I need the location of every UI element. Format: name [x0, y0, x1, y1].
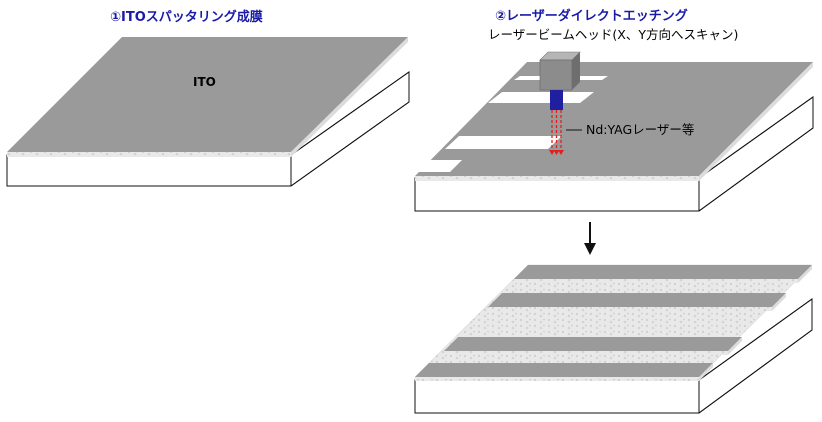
laser-head-label: レーザービームヘッド(X、Y方向へスキャン): [488, 27, 738, 42]
etched-line: [488, 92, 594, 103]
substrate-1: [6, 71, 410, 187]
laser-beam-head: [539, 51, 581, 110]
down-arrow-icon: [584, 222, 596, 255]
laser-nozzle: [550, 90, 563, 110]
ito-label: ITO: [193, 75, 216, 89]
ito-stripe: [514, 265, 812, 283]
panel-ito-sputtering: ITO: [6, 37, 410, 187]
ito-film: [7, 37, 408, 152]
panel-laser-etching: レーザービームヘッド(X、Y方向へスキャン): [414, 27, 814, 212]
panel-result: [414, 264, 813, 414]
ito-film-edge: [7, 152, 291, 157]
step2-title: ②レーザーダイレクトエッチング: [495, 8, 688, 24]
ito-stripe: [488, 293, 786, 311]
ito-stripe: [415, 363, 713, 381]
substrate-3: [414, 298, 813, 414]
ito-stripe: [444, 337, 742, 355]
laser-type-label: Nd:YAGレーザー等: [586, 122, 694, 137]
laser-beam: [549, 110, 564, 155]
etched-line: [416, 160, 462, 172]
step1-title: ①ITOスパッタリング成膜: [110, 9, 263, 25]
etched-line: [445, 136, 562, 149]
